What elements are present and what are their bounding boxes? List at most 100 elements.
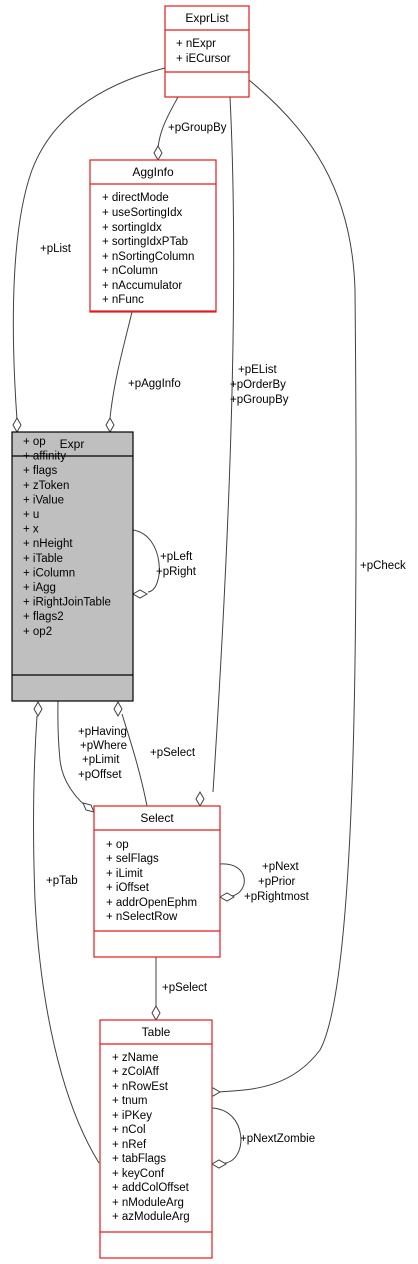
edge-ptab-diamond [33,700,43,718]
class-exprlist[interactable]: ExprList + nExpr + iECursor [164,5,250,98]
class-expr-attributes: + op+ affinity+ flags+ zToken+ iValue+ u… [23,436,111,638]
label-pselect-table: +pSelect [162,982,208,994]
edge-pcheck [217,79,357,1093]
svg-text:+pGroupBy: +pGroupBy [168,122,227,134]
edge-pselect-expr [121,713,148,807]
class-exprlist-title: ExprList [185,11,229,25]
svg-text:+pSelect: +pSelect [162,982,208,994]
svg-text:+pLeft: +pLeft [160,551,193,563]
svg-text:+pOffset: +pOffset [78,769,122,781]
svg-text:+ useSortingIdx: + useSortingIdx [102,207,182,219]
edge-pnext-diamond [218,892,236,902]
edge-plist [12,67,166,421]
edge-pnext [219,863,245,897]
label-pselect-expr: +pSelect [150,747,196,759]
svg-text:+pCheck: +pCheck [360,560,406,572]
svg-text:+ selFlags: + selFlags [106,853,159,865]
edge-pgroupby [157,96,179,149]
svg-text:+ nFunc: + nFunc [102,294,144,306]
svg-text:+pSelect: +pSelect [150,747,196,759]
svg-text:+pHaving: +pHaving [78,726,127,738]
class-expr-attribute: + iAgg [23,582,56,594]
label-pleft: +pLeft +pRight [156,551,197,578]
svg-text:+ nModuleArg: + nModuleArg [112,1197,184,1209]
svg-text:+ addrOpenEphm: + addrOpenEphm [106,897,197,909]
label-pagginfo: +pAggInfo [128,378,181,390]
svg-text:+ nRef: + nRef [112,1139,147,1151]
svg-text:+ addColOffset: + addColOffset [112,1182,190,1194]
svg-text:+pEList: +pEList [238,364,277,376]
class-expr-attribute: + op [23,436,46,448]
label-phaving: +pHaving +pWhere +pLimit +pOffset [78,726,127,781]
edge-phaving [57,699,95,813]
class-select-attributes: + op + selFlags + iLimit + iOffset + add… [106,839,197,923]
svg-text:+ op: + op [106,839,129,851]
label-pnextzombie: +pNextZombie [240,1133,315,1145]
edge-plist-diamond [12,416,22,434]
svg-text:+pWhere: +pWhere [80,740,127,752]
class-expr-attribute: + zToken [23,480,69,492]
label-pnext: +pNext +pPrior +pRightmost [244,861,310,903]
class-table-title: Table [142,1025,171,1039]
svg-text:+pNext: +pNext [262,861,300,873]
class-expr-attribute: + u [23,509,39,521]
class-expr-attribute: + x [23,524,39,536]
svg-text:+ zName: + zName [112,1052,158,1064]
svg-text:+pTab: +pTab [46,875,78,887]
class-expr-attribute: + flags [23,465,57,477]
svg-text:+ tnum: + tnum [112,1095,147,1107]
class-agginfo[interactable]: AggInfo + directMode + useSortingIdx + s… [89,159,217,313]
class-expr-attribute: + nHeight [23,538,73,550]
class-table-attributes: + zName + zColAff + nRowEst + tnum + iPK… [112,1052,190,1223]
edge-phaving-diamond [82,802,95,813]
svg-text:+pLimit: +pLimit [82,754,120,766]
class-expr-attribute: + iTable [23,553,63,565]
svg-text:+pNextZombie: +pNextZombie [240,1133,315,1145]
class-expr-title: Expr [60,437,85,451]
edge-pagginfo [109,311,133,419]
svg-text:+pAggInfo: +pAggInfo [128,378,181,390]
svg-text:+ sortingIdxPTab: + sortingIdxPTab [102,236,188,248]
svg-text:+ tabFlags: + tabFlags [112,1153,166,1165]
svg-text:+ nCol: + nCol [112,1124,146,1136]
class-expr-attribute: + iRightJoinTable [23,597,111,609]
edge-pselect-table-diamond [151,1004,161,1022]
svg-text:+pList: +pList [40,243,72,255]
edge-ptab [33,715,100,1164]
class-table[interactable]: Table + zName + zColAff + nRowEst + tnum… [99,1019,213,1259]
edge-pgroupby-diamond [153,144,163,162]
svg-text:+ sortingIdx: + sortingIdx [102,222,162,234]
class-select[interactable]: Select + op + selFlags + iLimit + iOffse… [93,805,221,958]
svg-text:+ zColAff: + zColAff [112,1066,160,1078]
class-expr-attribute: + flags2 [23,611,64,623]
svg-text:+pRight: +pRight [156,566,197,578]
svg-text:+ iPKey: + iPKey [112,1110,152,1122]
label-pgroupby: +pGroupBy [168,122,227,134]
edge-pagginfo-diamond [105,416,115,434]
class-agginfo-title: AggInfo [132,165,174,179]
svg-text:+ keyConf: + keyConf [112,1168,165,1180]
svg-text:+ nSortingColumn: + nSortingColumn [102,251,194,263]
label-pcheck: +pCheck [360,560,406,572]
label-plist: +pList [40,243,72,255]
edge-pleft-diamond [131,589,149,599]
svg-text:+ directMode: + directMode [102,192,169,204]
svg-text:+ iLimit: + iLimit [106,868,144,880]
svg-text:+pOrderBy: +pOrderBy [230,379,286,391]
edge-pelist [212,96,235,793]
svg-text:+ nExpr: + nExpr [176,38,216,50]
edge-pelist-diamond [195,790,205,808]
edge-pleft [132,529,160,593]
svg-text:+pPrior: +pPrior [258,876,296,888]
class-expr[interactable]: Expr + op+ affinity+ flags+ zToken+ iVal… [11,431,134,702]
svg-text:+ iECursor: + iECursor [176,53,231,65]
class-expr-attribute: + affinity [23,451,66,463]
svg-text:+ nColumn: + nColumn [102,265,158,277]
edge-pnextzombie [211,1107,242,1164]
svg-text:+pGroupBy: +pGroupBy [230,394,289,406]
edge-pnextzombie-diamond [210,1159,228,1169]
edge-pselect-expr-diamond [113,700,123,718]
svg-text:+ azModuleArg: + azModuleArg [112,1211,190,1223]
label-ptab: +pTab [46,875,78,887]
class-exprlist-attributes: + nExpr + iECursor [176,38,231,65]
